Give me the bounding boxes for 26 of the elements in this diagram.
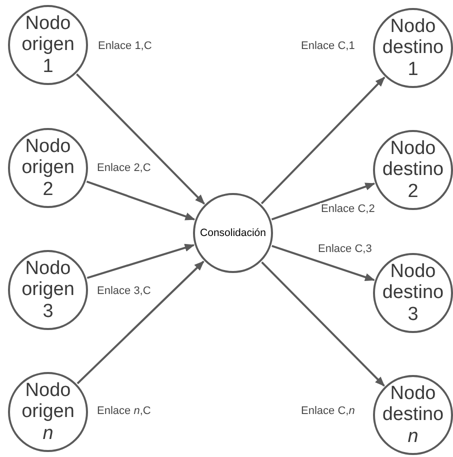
arrow	[260, 76, 386, 204]
arrow	[86, 244, 195, 279]
node-label: Nodo destino 1	[381, 16, 445, 80]
arrow	[271, 182, 376, 220]
edge-label: Enlace 2,C	[96, 162, 152, 175]
edge-label: Enlace n,C	[96, 405, 152, 418]
edge-label: Enlace C,2	[320, 203, 376, 216]
node-label: Nodo origen 1	[20, 12, 76, 78]
arrow	[261, 261, 385, 387]
edge-label: Enlace C,n	[300, 405, 356, 418]
edge-label: Enlace 3,C	[96, 285, 152, 298]
node-label: Nodo origen n	[20, 380, 76, 444]
node-label: Consolidación	[199, 227, 267, 239]
arrow	[76, 260, 204, 384]
node-label: Nodo origen 2	[20, 136, 76, 200]
arrow	[272, 245, 376, 281]
arrow	[76, 74, 205, 204]
node-label: Nodo origen 3	[20, 258, 76, 322]
edge-label: Enlace C,3	[317, 243, 373, 256]
node-label: Nodo destino 3	[381, 260, 445, 326]
arrow	[86, 180, 196, 220]
node-label: Nodo destino n	[381, 382, 445, 448]
node-circle	[193, 193, 273, 273]
edge-label: Enlace C,1	[300, 40, 356, 53]
node-label: Nodo destino 2	[381, 138, 445, 202]
edge-label: Enlace 1,C	[97, 40, 153, 53]
